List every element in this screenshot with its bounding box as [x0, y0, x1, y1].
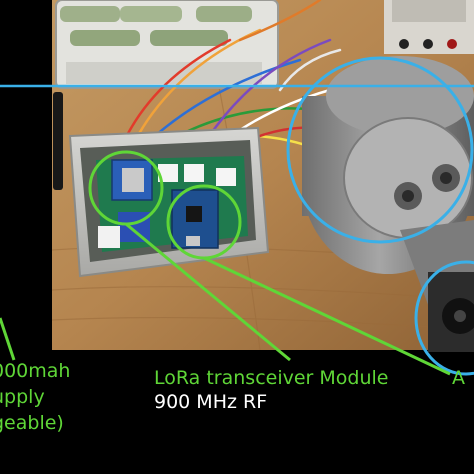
annotation-blue-circle-motor [286, 56, 474, 244]
bottom-black-band [0, 350, 474, 474]
caption-battery-rechargeable: geable) [0, 412, 64, 434]
battery-tray [55, 0, 279, 89]
caption-battery-capacity: 000mah [0, 360, 71, 382]
pcb-board [96, 156, 248, 252]
antenna [53, 92, 63, 190]
caption-lora-module: LoRa transceiver Module [154, 367, 389, 389]
caption-lora-frequency: 900 MHz RF [154, 391, 268, 413]
annotation-blue-circle-fan [414, 260, 474, 376]
multimeter [384, 0, 474, 54]
cooling-fan [428, 272, 474, 352]
caption-battery-supply: upply [0, 386, 45, 408]
annotation-green-line-arduino [203, 256, 451, 376]
annotation-green-line-battery [0, 317, 16, 361]
annotation-green-line-lora [125, 222, 291, 362]
caption-right-partial: A [452, 367, 465, 389]
